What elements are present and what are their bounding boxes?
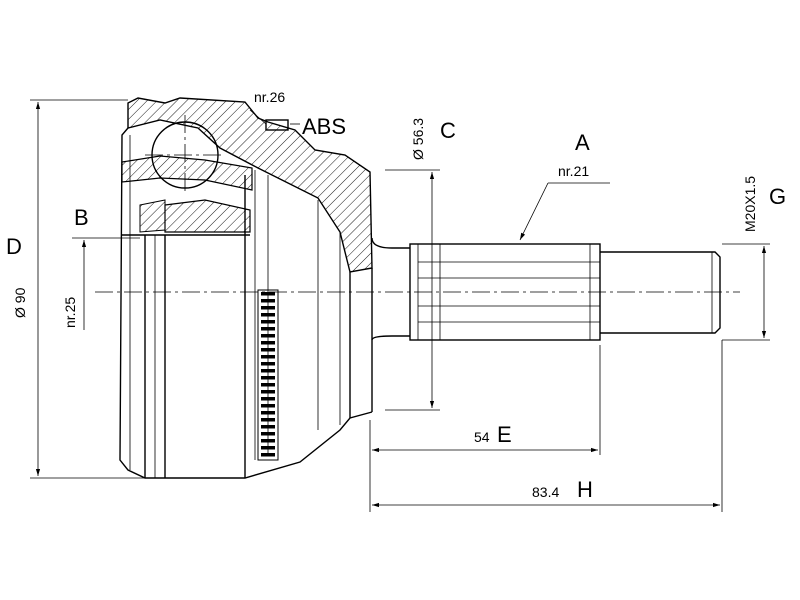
- abs-tooth: [261, 397, 275, 401]
- label-A: A: [575, 130, 590, 155]
- abs-tooth: [261, 446, 275, 450]
- abs-tooth: [261, 383, 275, 387]
- abs-tooth: [261, 327, 275, 331]
- abs-tooth: [261, 320, 275, 324]
- abs-tooth: [261, 432, 275, 436]
- label-len-83: 83.4: [532, 484, 559, 500]
- label-dia-56: Ø 56.3: [410, 118, 426, 160]
- splined-shaft: [409, 243, 601, 341]
- abs-tooth: [261, 376, 275, 380]
- label-G: G: [769, 184, 786, 209]
- abs-tooth: [261, 439, 275, 443]
- abs-tooth: [261, 334, 275, 338]
- label-E: E: [497, 422, 512, 447]
- label-thread: M20X1.5: [742, 176, 758, 232]
- abs-tooth: [261, 299, 275, 303]
- outer-housing: [119, 97, 410, 479]
- label-nr26: nr.26: [254, 89, 285, 105]
- label-D: D: [6, 234, 22, 259]
- label-dia-90: Ø 90: [12, 287, 28, 318]
- abs-tooth: [261, 418, 275, 422]
- threaded-stub: [600, 251, 721, 334]
- abs-tooth: [261, 348, 275, 352]
- label-abs: ABS: [302, 114, 346, 139]
- abs-tooth: [261, 292, 275, 296]
- label-nr21: nr.21: [558, 163, 589, 179]
- abs-tooth: [261, 313, 275, 317]
- abs-tooth: [261, 390, 275, 394]
- label-C: C: [440, 118, 456, 143]
- label-H: H: [577, 477, 593, 502]
- abs-tooth: [261, 369, 275, 373]
- dimension-lines: [30, 99, 770, 512]
- abs-tooth: [261, 404, 275, 408]
- abs-tooth: [261, 453, 275, 457]
- label-B: B: [74, 205, 89, 230]
- abs-tooth: [261, 341, 275, 345]
- label-len-54: 54: [474, 429, 490, 445]
- abs-tooth: [261, 425, 275, 429]
- abs-tooth: [261, 411, 275, 415]
- abs-tooth: [261, 355, 275, 359]
- abs-ring: [257, 289, 279, 461]
- label-nr25: nr.25: [62, 297, 78, 328]
- abs-tooth: [261, 306, 275, 310]
- abs-tooth: [261, 362, 275, 366]
